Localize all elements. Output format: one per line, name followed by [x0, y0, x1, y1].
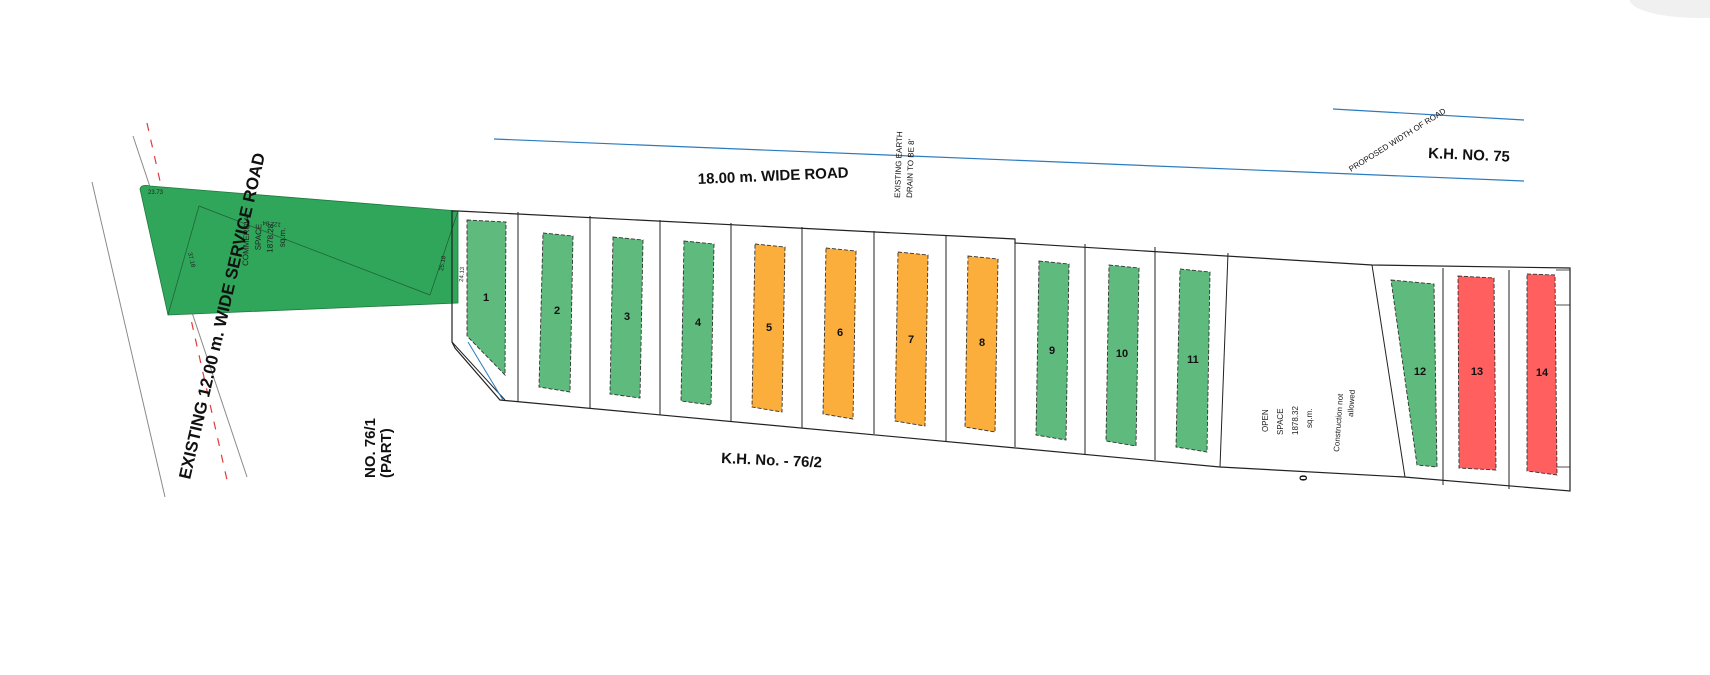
open-space-line5: Construction not: [1332, 393, 1345, 453]
plot-divider: [1371, 264, 1406, 478]
plot-13-number: 13: [1471, 366, 1483, 378]
commercial-right-edge: [429, 210, 459, 296]
plot-6: 6: [822, 247, 857, 420]
proposed-width-label: PROPOSED WIDTH OF ROAD: [1347, 106, 1447, 173]
plot-2-number: 2: [554, 305, 560, 317]
plot-11-area: [1175, 268, 1211, 453]
plot-4-area: [680, 240, 715, 406]
open-space-line2: SPACE: [1276, 408, 1285, 435]
plot-8: 8: [964, 255, 999, 433]
plot-2-area: [538, 232, 574, 393]
plot-2: 2: [538, 232, 574, 393]
plot-12-number: 12: [1414, 366, 1426, 378]
plot-12: 12: [1390, 279, 1438, 468]
plot-7: 7: [894, 251, 929, 427]
commercial-line2: SPACE: [254, 224, 264, 251]
plot-9: 9: [1035, 260, 1070, 441]
road-line-proposed: [1332, 108, 1525, 121]
wide-road-lines: [493, 108, 1525, 182]
plot-11: 11: [1175, 268, 1211, 453]
plot-4: 4: [680, 240, 715, 406]
road-line-main: [493, 138, 1525, 182]
plot-14: 14: [1526, 273, 1558, 476]
kh762-label: K.H. No. - 76/2: [721, 450, 823, 471]
open-space-area: 1878.32: [1291, 406, 1300, 435]
plot-11-number: 11: [1187, 354, 1199, 366]
plot-8-number: 8: [979, 337, 985, 349]
commercial-unit: sq.m.: [278, 227, 288, 247]
boundary-inner-edge: [451, 341, 506, 401]
plot-6-area: [822, 247, 857, 420]
plot-14-area: [1526, 273, 1558, 476]
open-space-line1: OPEN: [1261, 409, 1270, 432]
plot-divider: [1219, 252, 1229, 468]
plot-1-number: 1: [483, 292, 489, 304]
kh761-label-line2: (PART): [378, 428, 395, 478]
plot-7-number: 7: [908, 334, 914, 346]
plot-4-number: 4: [695, 317, 702, 329]
dim-right: 25.18: [439, 255, 448, 271]
commercial-inner-edge: [167, 205, 200, 316]
wide-road-label: 18.00 m. WIDE ROAD: [697, 164, 849, 188]
plot-3: 3: [609, 236, 644, 399]
dim-top: 23.73: [148, 190, 164, 196]
open-space-line6: allowed: [1346, 389, 1357, 417]
commercial-diagonal-edge: [198, 205, 431, 296]
commercial-area: 1878.28: [265, 223, 275, 253]
commercial-space-area: [139, 185, 459, 316]
boundary-road-edge: [467, 341, 504, 401]
open-space-label: OPEN SPACE 1878.32 sq.m.: [1261, 406, 1314, 435]
plot-5-area: [751, 243, 786, 413]
plot-13-area: [1457, 275, 1497, 471]
plot-9-area: [1035, 260, 1070, 441]
plot-6-number: 6: [837, 327, 843, 339]
plot-12-area: [1390, 279, 1438, 468]
plot-3-area: [609, 236, 644, 399]
plot-8-area: [964, 255, 999, 433]
plot-9-number: 9: [1049, 345, 1055, 357]
plot-1-area: [466, 219, 507, 377]
service-road-edge-outer: [91, 181, 166, 498]
dim-diag: 122.84: [262, 219, 282, 227]
plot-14-number: 14: [1536, 367, 1549, 379]
zero-label: 0: [1298, 475, 1310, 481]
plot-3-number: 3: [624, 311, 630, 323]
commercial-space: 23.73 37.18 122.84 25.18 24.13 COMMERCIA…: [139, 185, 466, 316]
kh75-label: K.H. NO. 75: [1428, 145, 1510, 166]
plot-7-area: [894, 251, 929, 427]
plot-5: 5: [751, 243, 786, 413]
plot-10-area: [1105, 264, 1140, 447]
plot-5-number: 5: [766, 322, 772, 334]
commercial-label: COMMERCIAL SPACE 1878.28 sq.m.: [241, 211, 288, 266]
plot-10-number: 10: [1116, 348, 1128, 360]
site-boundary: [451, 210, 1571, 492]
drain-label-line2: DRAIN TO BE 8': [905, 138, 916, 198]
drain-label-line1: EXISTING EARTH: [893, 131, 904, 198]
open-space-unit: sq.m.: [1305, 408, 1314, 428]
commercial-line1: COMMERCIAL: [241, 211, 252, 266]
corner-shade: [1630, 0, 1710, 18]
dim-left: 37.18: [186, 252, 196, 269]
dim-plot1: 24.13: [459, 266, 466, 282]
plot-10: 10: [1105, 264, 1140, 447]
plot-13: 13: [1457, 275, 1497, 471]
plot-1: 1: [466, 219, 507, 377]
kh761-label-line1: NO. 76/1: [362, 418, 379, 478]
